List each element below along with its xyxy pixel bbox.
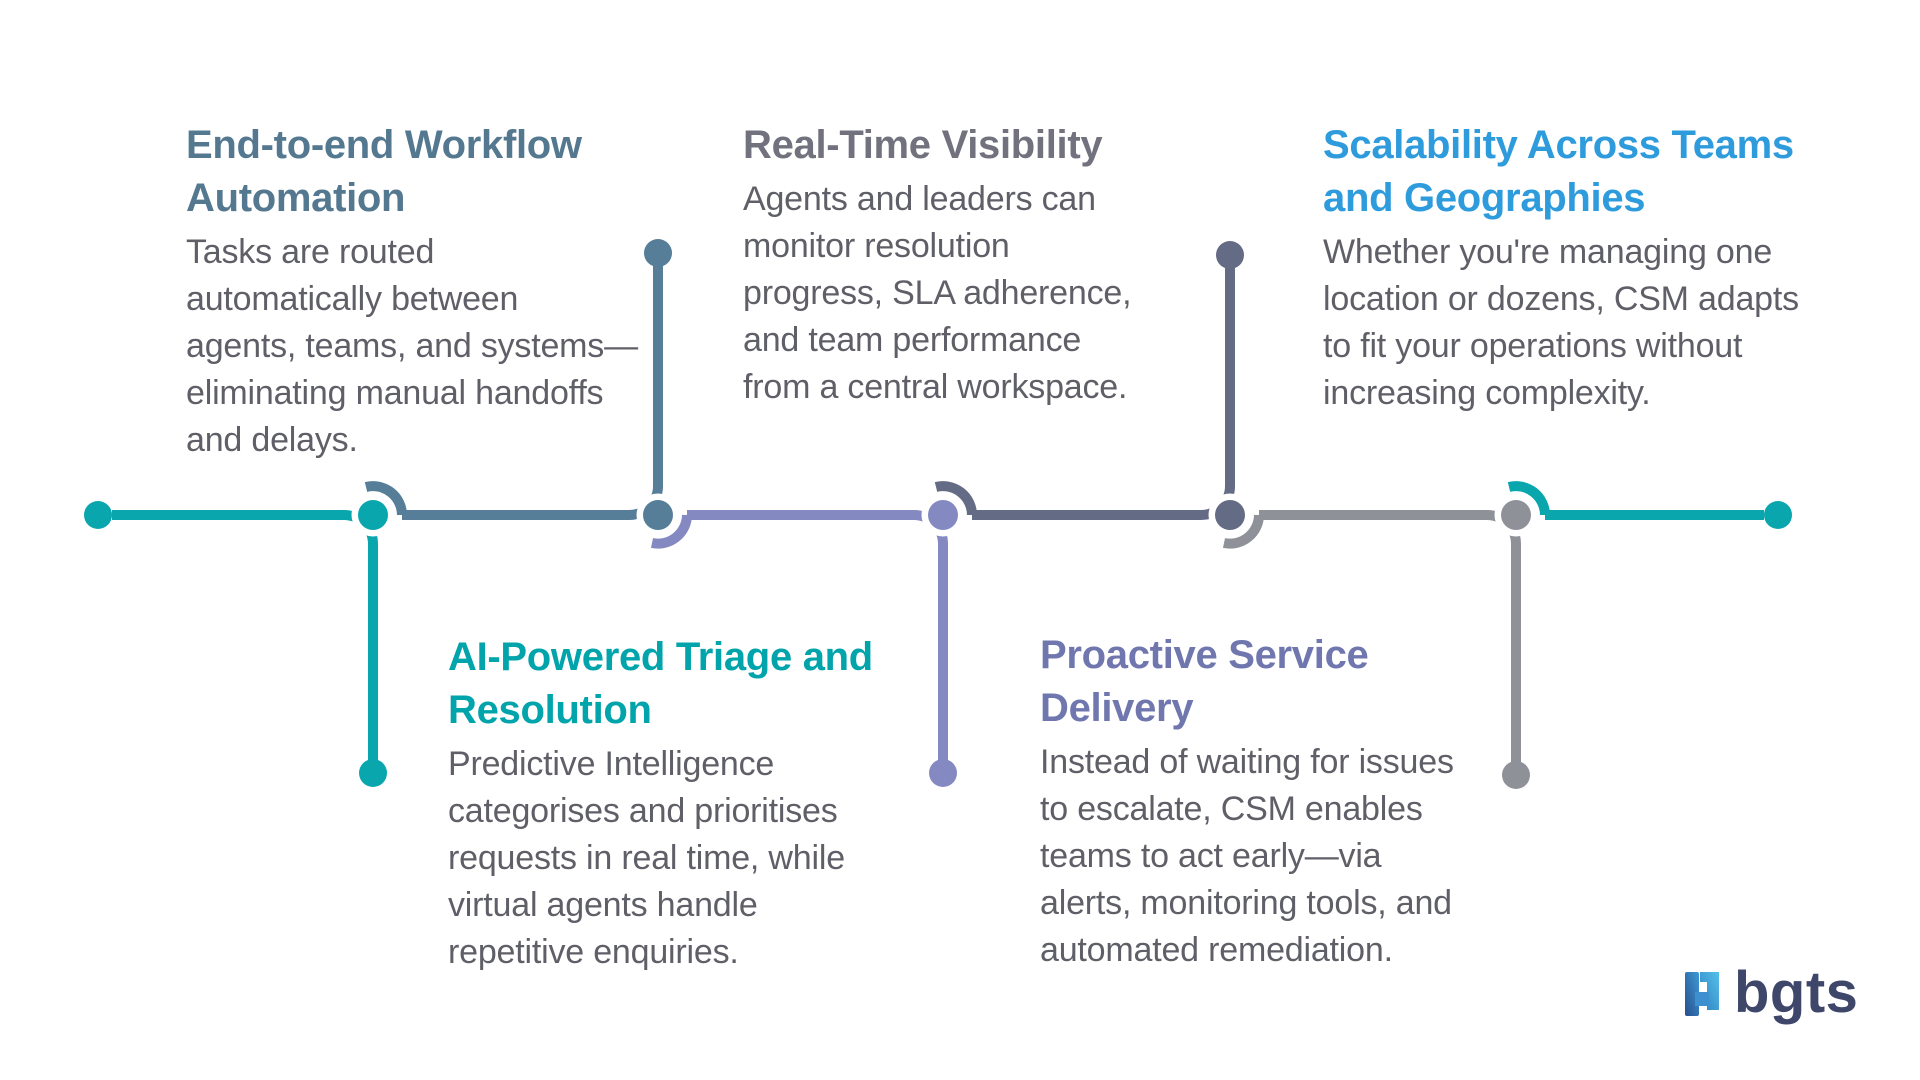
- hook-arc-1: [364, 481, 407, 516]
- card-title: AI-Powered Triage and Resolution: [448, 635, 873, 732]
- card-ai-triage: AI-Powered Triage and Resolution Predict…: [448, 631, 958, 976]
- hook-arc-4: [1222, 514, 1264, 549]
- timeline-node-5: [1501, 500, 1531, 530]
- card-body: Instead of waiting for issues to escalat…: [1040, 743, 1454, 969]
- card-title: Real-Time Visibility: [743, 123, 1103, 167]
- card-workflow-automation: End-to-end Workflow Automation Tasks are…: [186, 119, 696, 464]
- bgts-logo-text: bgts: [1734, 960, 1859, 1025]
- bgts-logo: bgts: [1685, 960, 1859, 1025]
- endpoint-dot-left: [84, 501, 112, 529]
- stem-dot-bottom-2: [929, 759, 957, 787]
- timeline-node-3: [928, 500, 958, 530]
- timeline-node-1: [358, 500, 388, 530]
- timeline-node-4: [1215, 500, 1245, 530]
- card-realtime-visibility: Real-Time Visibility Agents and leaders …: [743, 119, 1223, 411]
- stem-dot-bottom-3: [1502, 761, 1530, 789]
- stem-dot-top-2: [1216, 241, 1244, 269]
- endpoint-dot-right: [1764, 501, 1792, 529]
- hook-arc-2: [650, 514, 692, 549]
- card-title: End-to-end Workflow Automation: [186, 123, 582, 220]
- timeline-segment-1: [112, 510, 378, 760]
- hook-arc-5: [1507, 481, 1550, 516]
- card-body: Tasks are routed automatically between a…: [186, 233, 638, 459]
- card-title: Proactive Service Delivery: [1040, 633, 1369, 730]
- card-title: Scalability Across Teams and Geographies: [1323, 123, 1794, 220]
- stem-dot-top-1: [644, 239, 672, 267]
- card-body: Whether you're managing one location or …: [1323, 233, 1799, 412]
- card-body: Agents and leaders can monitor resolutio…: [743, 180, 1132, 406]
- stem-dot-bottom-1: [359, 759, 387, 787]
- card-body: Predictive Intelligence categorises and …: [448, 745, 845, 971]
- timeline-node-2: [643, 500, 673, 530]
- bgts-logo-icon: [1685, 972, 1719, 1016]
- hook-arc-3: [934, 481, 977, 516]
- card-proactive-service: Proactive Service Delivery Instead of wa…: [1040, 629, 1560, 974]
- card-scalability: Scalability Across Teams and Geographies…: [1323, 119, 1883, 417]
